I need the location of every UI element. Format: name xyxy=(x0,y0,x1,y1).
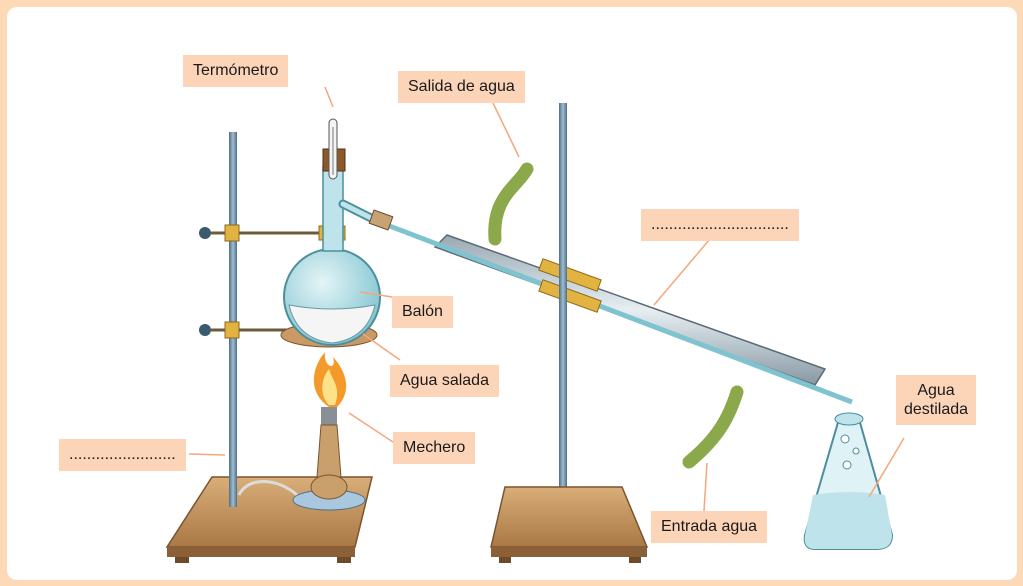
flask-icon xyxy=(284,167,380,345)
water-outlet-hose xyxy=(495,169,527,239)
label-agua-destilada: Agua destilada xyxy=(896,375,976,425)
label-salida-agua: Salida de agua xyxy=(398,71,525,103)
label-mechero: Mechero xyxy=(393,432,475,464)
label-condenser-blank: ............................... xyxy=(641,209,799,241)
label-agua-destilada-line2: destilada xyxy=(904,400,968,419)
left-stand-rod xyxy=(229,132,237,507)
right-stand xyxy=(491,103,647,563)
label-agua-destilada-line1: Agua xyxy=(904,381,968,400)
label-entrada-agua: Entrada agua xyxy=(651,511,767,543)
diagram-frame: Termómetro Salida de agua ..............… xyxy=(7,7,1017,580)
thermometer-icon xyxy=(323,119,345,179)
water-inlet-hose xyxy=(689,392,737,462)
label-agua-salada: Agua salada xyxy=(390,365,499,397)
label-stand-blank: ........................ xyxy=(59,439,186,471)
label-termometro: Termómetro xyxy=(183,55,288,87)
label-balon: Balón xyxy=(392,296,453,328)
